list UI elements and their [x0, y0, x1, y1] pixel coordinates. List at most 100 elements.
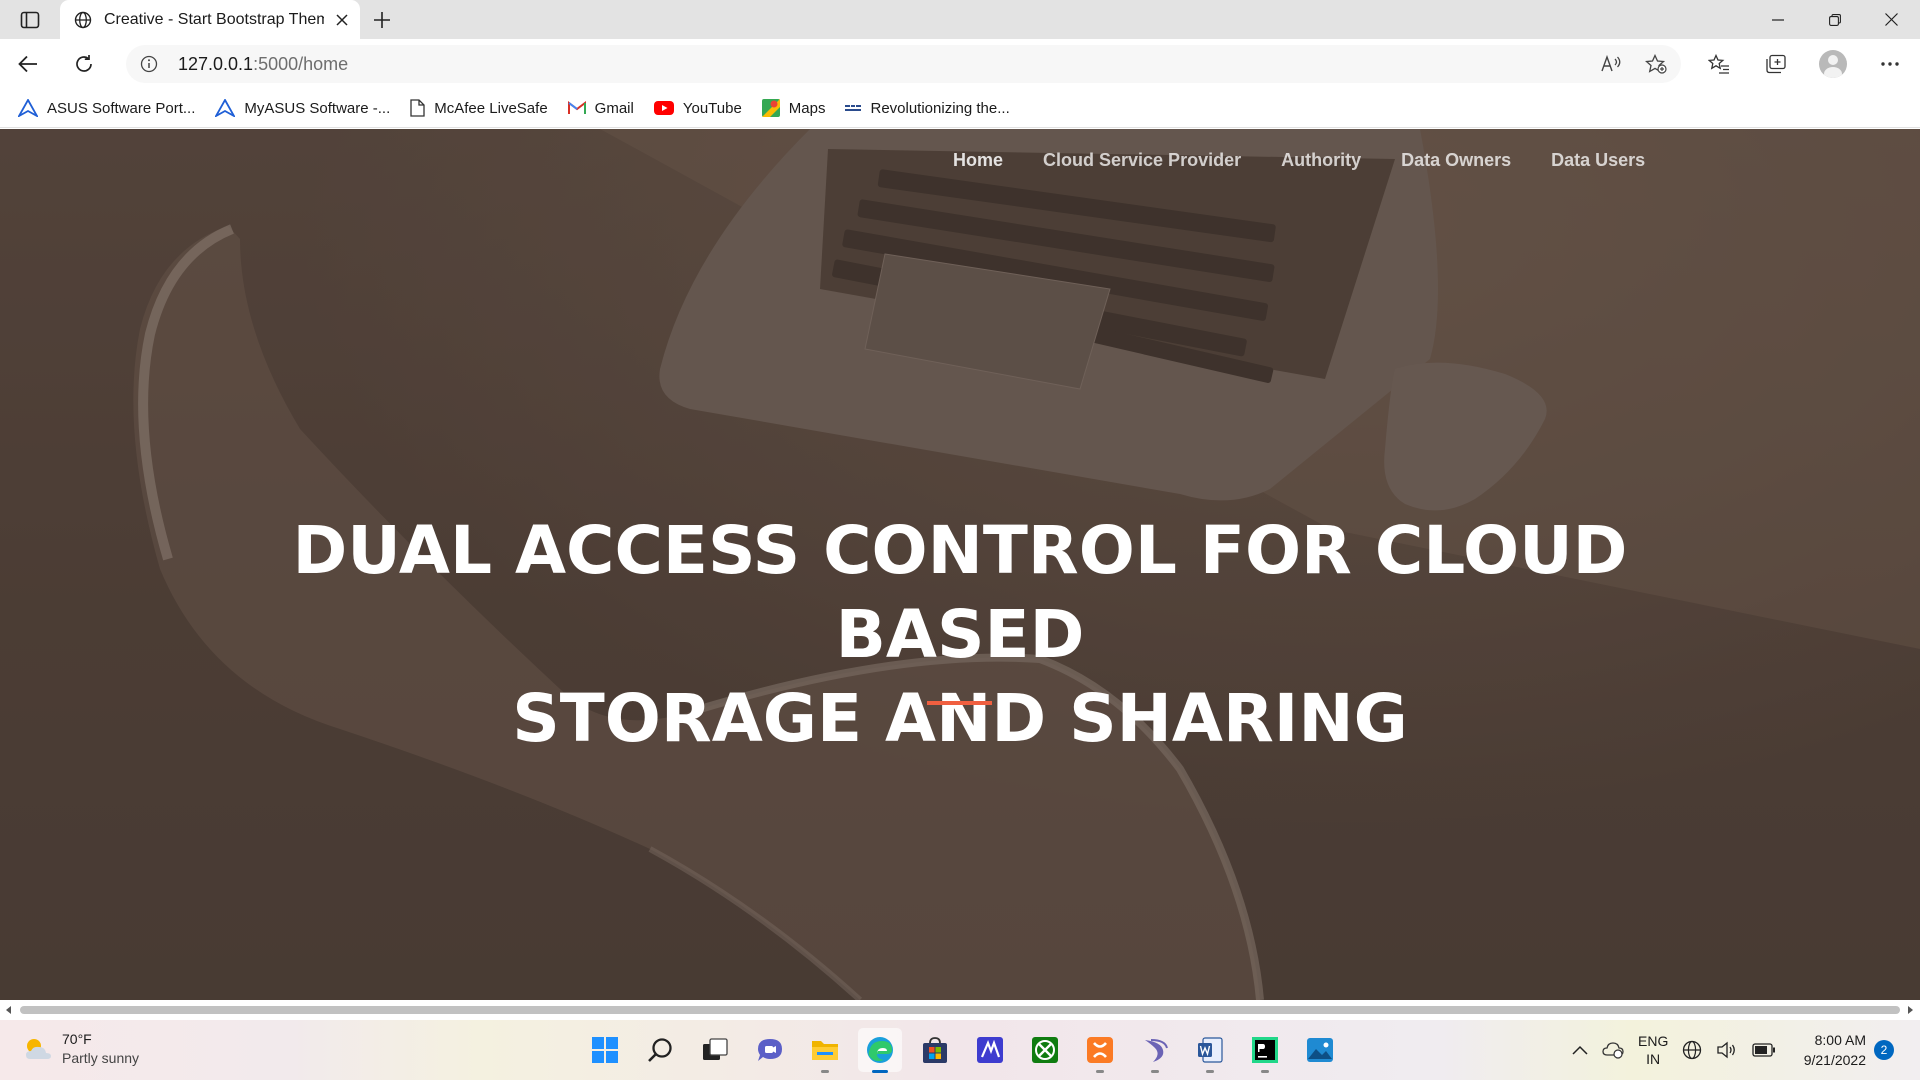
clock-date: 9/21/2022 [1803, 1052, 1866, 1068]
hero-heading: DUAL ACCESS CONTROL FOR CLOUD BASED STOR… [160, 509, 1760, 761]
nav-link-cloud-service-provider[interactable]: Cloud Service Provider [1043, 150, 1242, 170]
refresh-button[interactable] [56, 39, 112, 89]
add-favorite-icon[interactable] [1645, 54, 1667, 74]
running-indicator [1151, 1070, 1159, 1073]
favorite-myasus[interactable]: MyASUS Software -... [215, 99, 390, 117]
battery-icon[interactable] [1752, 1043, 1776, 1057]
site-navbar: Home Cloud Service Provider Authority Da… [953, 150, 1645, 171]
scroll-left-icon[interactable] [4, 1005, 14, 1015]
profile-button[interactable] [1804, 39, 1861, 89]
input-language[interactable]: ENG IN [1638, 1032, 1668, 1068]
task-view-button[interactable] [693, 1028, 737, 1072]
favorite-label: Maps [788, 99, 826, 117]
nav-link-data-owners[interactable]: Data Owners [1401, 150, 1512, 170]
favorite-label: Gmail [594, 99, 634, 117]
browser-tab-bar: Creative - Start Bootstrap Theme [0, 0, 1920, 39]
store-icon [923, 1037, 947, 1063]
close-tab-icon[interactable] [336, 13, 348, 26]
settings-more-button[interactable] [1861, 39, 1918, 89]
word-icon [1198, 1037, 1223, 1063]
pycharm-icon [1252, 1037, 1278, 1063]
taskbar-apps [583, 1028, 1342, 1073]
teams-chat-button[interactable] [748, 1028, 792, 1072]
favorite-label: YouTube [682, 99, 742, 117]
read-aloud-icon[interactable] [1601, 55, 1623, 73]
favorites-list-icon [1707, 54, 1729, 74]
gmail-icon [567, 101, 586, 114]
favorite-revolutionizing[interactable]: Revolutionizing the... [845, 100, 1010, 117]
toolbar-right [1690, 39, 1918, 89]
store-button[interactable] [913, 1028, 957, 1072]
nav-link-authority[interactable]: Authority [1281, 150, 1362, 170]
favorite-gmail[interactable]: Gmail [567, 99, 634, 117]
page-icon [410, 99, 425, 117]
restore-button[interactable] [1806, 0, 1863, 39]
volume-icon[interactable] [1716, 1041, 1738, 1059]
network-globe-icon[interactable] [1682, 1040, 1702, 1060]
site-info-icon[interactable] [140, 55, 158, 73]
xampp-button[interactable] [1078, 1028, 1122, 1073]
weather-condition: Partly sunny [62, 1050, 140, 1066]
url-path: :5000/home [253, 53, 349, 74]
file-explorer-button[interactable] [803, 1028, 847, 1073]
mathway-button[interactable] [968, 1028, 1012, 1072]
tab-actions-icon [20, 11, 40, 28]
onedrive-sync-icon[interactable] [1602, 1041, 1624, 1059]
restore-icon [1828, 13, 1841, 26]
new-tab-button[interactable] [360, 0, 404, 39]
system-clock[interactable]: 8:00 AM 9/21/2022 [1790, 1030, 1866, 1070]
hero-heading-line-2: STORAGE AND SHARING [512, 680, 1408, 757]
browser-tab-active[interactable]: Creative - Start Bootstrap Theme [60, 0, 360, 39]
nav-link-home[interactable]: Home [953, 150, 1004, 170]
nav-link-data-users[interactable]: Data Users [1551, 150, 1646, 170]
windows-start-icon [592, 1037, 618, 1063]
favorite-maps[interactable]: Maps [761, 99, 826, 117]
plus-icon [374, 11, 390, 28]
search-icon [648, 1038, 672, 1062]
teams-chat-icon [758, 1039, 782, 1061]
running-indicator [872, 1070, 888, 1073]
favorites-button[interactable] [1690, 39, 1747, 89]
mathway-icon [977, 1037, 1003, 1063]
word-button[interactable] [1188, 1028, 1232, 1073]
favorite-mcafee[interactable]: McAfee LiveSafe [410, 99, 548, 117]
xbox-button[interactable] [1023, 1028, 1067, 1072]
xbox-icon [1032, 1037, 1058, 1063]
favorite-youtube[interactable]: YouTube [653, 99, 742, 117]
horizontal-scrollbar[interactable] [0, 1000, 1920, 1020]
asus-icon [18, 99, 38, 117]
address-bar[interactable]: 127.0.0.1:5000/home [126, 45, 1681, 83]
collections-icon [1765, 54, 1786, 74]
weather-widget[interactable]: 70°F Partly sunny [22, 1030, 139, 1068]
xampp-icon [1087, 1037, 1113, 1063]
favorite-label: McAfee LiveSafe [434, 99, 548, 117]
search-button[interactable] [638, 1028, 682, 1072]
avatar [1818, 50, 1847, 78]
tab-title: Creative - Start Bootstrap Theme [104, 10, 324, 28]
edge-button[interactable] [858, 1028, 902, 1073]
notification-badge[interactable]: 2 [1874, 1040, 1894, 1060]
close-window-button[interactable] [1863, 0, 1920, 39]
window-controls [1749, 0, 1920, 39]
back-button[interactable] [0, 39, 56, 89]
chevron-up-icon[interactable] [1572, 1045, 1588, 1055]
pycharm-button[interactable] [1243, 1028, 1287, 1073]
task-view-icon [703, 1038, 728, 1060]
favorite-asus[interactable]: ASUS Software Port... [18, 99, 195, 117]
eclipse-button[interactable] [1133, 1028, 1177, 1073]
tab-actions-button[interactable] [0, 0, 60, 39]
running-indicator [1206, 1070, 1214, 1073]
more-dots-icon [1880, 62, 1899, 66]
minimize-button[interactable] [1749, 0, 1806, 39]
system-tray: ENG IN [1572, 1030, 1776, 1070]
collections-button[interactable] [1747, 39, 1804, 89]
url-text[interactable]: 127.0.0.1:5000/home [178, 54, 348, 75]
scroll-right-icon[interactable] [1905, 1005, 1915, 1015]
scrollbar-thumb[interactable] [20, 1006, 1900, 1014]
file-explorer-icon [812, 1041, 838, 1060]
photos-button[interactable] [1298, 1028, 1342, 1072]
start-button[interactable] [583, 1028, 627, 1072]
photos-icon [1307, 1038, 1333, 1062]
address-bar-icons [1601, 54, 1667, 74]
